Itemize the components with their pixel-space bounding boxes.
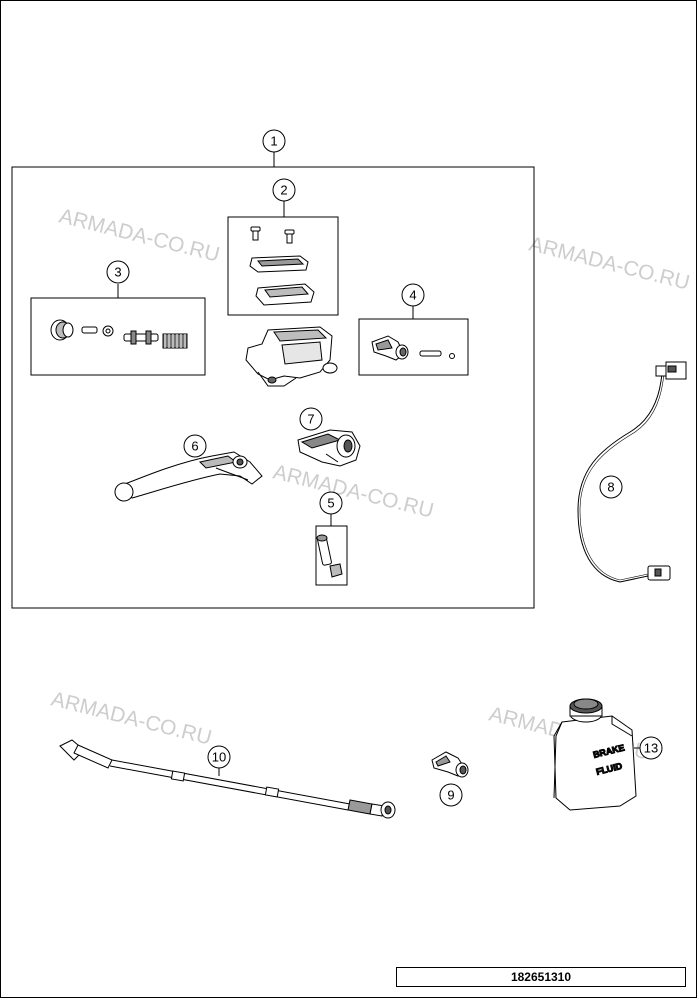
callout-9-label: 9: [447, 788, 454, 803]
callout-4: 4: [401, 283, 425, 307]
handlebar-clamp-kit: [371, 335, 455, 361]
callout-13-label: 13: [644, 741, 658, 756]
watermark-1: ARMADA-CO.RU: [57, 205, 222, 267]
pivot-pin-kit: [316, 534, 343, 578]
reservoir-cover-parts: [249, 226, 315, 306]
callout-8: 8: [599, 475, 623, 499]
hydraulic-hose: [59, 739, 396, 819]
callout-13: 13: [639, 736, 663, 760]
clutch-switch-cable: [577, 361, 687, 583]
kit-boundary-box: [11, 166, 535, 609]
watermark-3: ARMADA-CO.RU: [271, 461, 436, 523]
callout-10-label: 10: [212, 750, 226, 765]
callout-3-label: 3: [114, 265, 121, 280]
callout-2: 2: [272, 178, 296, 202]
callout-1: 1: [262, 129, 286, 153]
cover-screw-left: [250, 226, 261, 241]
cover-screw-right: [284, 229, 295, 244]
subkit-box-2: [227, 216, 339, 316]
document-number: 182651310: [396, 967, 686, 987]
master-cylinder-body: [245, 326, 338, 387]
callout-6: 6: [183, 434, 207, 458]
callout-9: 9: [439, 783, 463, 807]
callout-1-label: 1: [270, 134, 277, 149]
callout-2-label: 2: [280, 183, 287, 198]
callout-5-label: 5: [327, 496, 334, 511]
lever-adjuster-housing: [297, 429, 361, 467]
callout-10: 10: [207, 745, 231, 769]
callout-4-label: 4: [409, 288, 416, 303]
callout-8-label: 8: [607, 480, 614, 495]
callout-3: 3: [106, 260, 130, 284]
watermark-2: ARMADA-CO.RU: [527, 233, 692, 295]
handlebar-clamp: [431, 751, 469, 778]
piston-kit: [50, 319, 188, 349]
watermark-4: ARMADA-CO.RU: [49, 688, 214, 750]
callout-5: 5: [319, 491, 343, 515]
clutch-lever: [114, 451, 263, 502]
callout-7: 7: [299, 407, 323, 431]
callout-7-label: 7: [307, 412, 314, 427]
brake-fluid-bottle: BRAKE FLUID: [553, 698, 637, 811]
callout-6-label: 6: [191, 439, 198, 454]
